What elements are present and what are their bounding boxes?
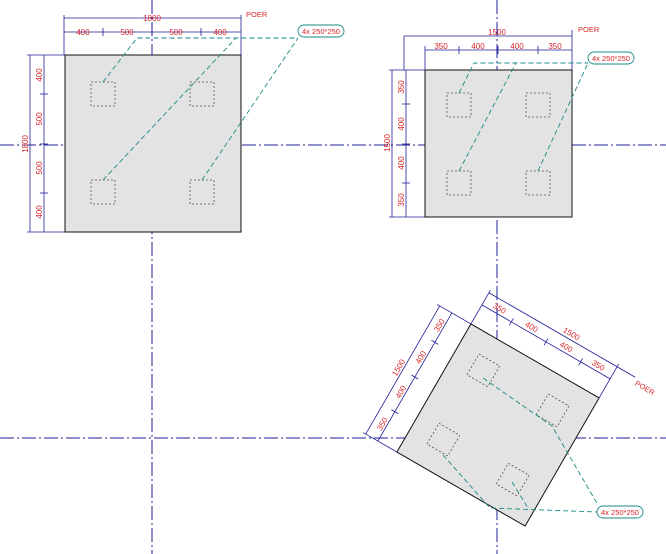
pile-cap-rotated: 1500 350 400 400 350 POER 1500 350 400 4… xyxy=(362,289,657,527)
dimension-extension xyxy=(362,432,398,453)
pile-cap-left: 1800 400 500 500 400 POER 1800 400 500 5… xyxy=(21,10,345,233)
pile-leader xyxy=(458,62,517,172)
dimension-tick xyxy=(578,358,583,366)
pile-tag-bubble xyxy=(297,24,345,38)
pile-cap-right: 1500 350 400 400 350 POER 1500 350 400 4… xyxy=(383,25,635,218)
dimension-tick xyxy=(411,374,419,380)
dimension-overall: 1800 xyxy=(21,135,30,153)
dimension-value: 400 xyxy=(558,340,575,355)
pile-outline xyxy=(189,81,215,107)
pile-leader xyxy=(482,377,599,506)
dimension-value: 400 xyxy=(471,42,485,51)
dimension-value: 350 xyxy=(590,358,607,373)
dimension-tick xyxy=(543,338,549,346)
dimension-value: 350 xyxy=(432,317,447,334)
dimension-line xyxy=(365,305,441,435)
dimension-value: 400 xyxy=(35,68,44,82)
dimension-value: 500 xyxy=(169,28,183,37)
dimension-tick xyxy=(509,318,514,326)
pile-outline xyxy=(525,92,551,118)
dimension-value: 400 xyxy=(76,28,90,37)
pile-cap-outline xyxy=(396,323,600,527)
dimension-value: 350 xyxy=(491,301,508,316)
dimension-value: 500 xyxy=(120,28,134,37)
pile-leader xyxy=(102,37,237,181)
dimension-extension xyxy=(470,289,491,325)
dimension-value: 400 xyxy=(397,117,406,131)
dimension-tick xyxy=(391,409,399,414)
pile-tag: 4x 250*250 xyxy=(302,27,340,36)
dimension-value: 400 xyxy=(213,28,227,37)
pile-leader xyxy=(201,37,299,181)
dimension-value: 400 xyxy=(397,156,406,170)
dimension-value: 400 xyxy=(523,320,540,335)
pile-tag-bubble xyxy=(596,505,644,519)
pile-leader xyxy=(458,62,588,94)
pile-cap-label: POER xyxy=(246,10,268,19)
pile-cap-label: POER xyxy=(578,25,600,34)
dimension-extension xyxy=(598,363,619,399)
pile-leader xyxy=(537,62,589,172)
dimension-value: 400 xyxy=(35,205,44,219)
dimension-value: 400 xyxy=(394,384,409,401)
dimension-overall: 1500 xyxy=(390,357,407,377)
dimension-tick xyxy=(431,340,439,345)
dimension-value: 350 xyxy=(397,193,406,207)
dimension-extension xyxy=(436,304,472,325)
dimension-value: 350 xyxy=(548,42,562,51)
dimension-value: 500 xyxy=(35,161,44,175)
pile-tag: 4x 250*250 xyxy=(601,508,639,517)
dimension-overall: 1800 xyxy=(143,14,161,23)
dimension-value: 350 xyxy=(434,42,448,51)
dimension-value: 350 xyxy=(375,416,390,433)
pile-leader xyxy=(102,37,298,83)
dimension-line xyxy=(488,292,636,378)
dimension-value: 400 xyxy=(414,349,429,366)
dimension-value: 350 xyxy=(397,80,406,94)
dimension-value: 500 xyxy=(35,112,44,126)
pile-tag-bubble xyxy=(587,51,635,65)
pile-cap-outline xyxy=(64,54,242,233)
dimension-value: 400 xyxy=(510,42,524,51)
pile-tag: 4x 250*250 xyxy=(592,54,630,63)
pile-cap-label: POER xyxy=(633,379,656,398)
pile-leader xyxy=(511,481,529,509)
pile-cap-outline xyxy=(424,69,573,218)
dimension-overall: 1500 xyxy=(383,134,392,152)
dimension-overall: 1500 xyxy=(488,28,506,37)
